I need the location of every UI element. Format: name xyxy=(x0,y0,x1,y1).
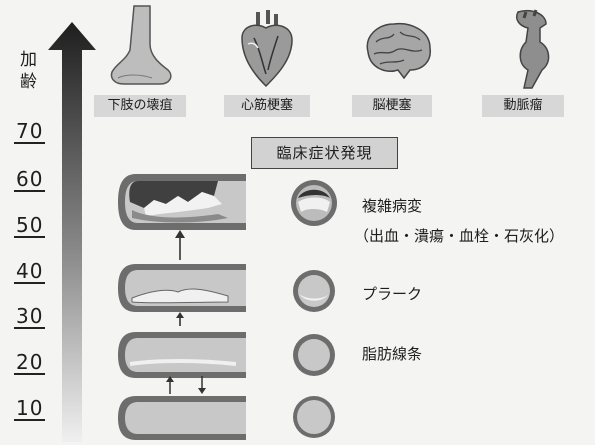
foot-icon xyxy=(110,5,172,85)
aging-arrow xyxy=(48,22,96,442)
arrow-down xyxy=(198,376,206,394)
vessel-normal xyxy=(118,396,246,440)
stage-sublabel-complicated: （出血・潰瘍・血栓・石灰化） xyxy=(354,227,565,245)
age-label-30: 30 xyxy=(14,304,46,329)
axis-title-char-1: 加 xyxy=(20,50,37,70)
age-label-60: 60 xyxy=(14,167,46,192)
organ-label-aneurysm: 動脈瘤 xyxy=(482,95,564,117)
organ-label-stroke: 脳梗塞 xyxy=(352,95,432,117)
age-label-50: 50 xyxy=(14,213,46,238)
organ-label-myocardial-infarction: 心筋梗塞 xyxy=(224,95,310,117)
vessel-complicated-lesion xyxy=(118,174,246,230)
vessel-plaque xyxy=(118,264,246,312)
stage-label-plaque: プラーク xyxy=(362,285,423,303)
cross-section-fatty-streak xyxy=(293,334,335,376)
arrow-up-3 xyxy=(166,376,174,394)
axis-title-char-2: 齢 xyxy=(20,72,37,92)
arrow-up-2 xyxy=(176,312,184,326)
cross-section-normal xyxy=(293,396,335,438)
age-label-40: 40 xyxy=(14,259,46,284)
stage-label-fatty-streak: 脂肪線条 xyxy=(362,345,423,363)
vessel-fatty-streak xyxy=(118,332,246,378)
heart-icon xyxy=(241,10,293,88)
arrow-up-1 xyxy=(175,230,185,260)
age-label-70: 70 xyxy=(14,119,46,144)
stage-label-complicated: 複雑病変 xyxy=(362,197,423,215)
aorta-icon xyxy=(516,9,550,89)
organ-label-leg-gangrene: 下肢の壊疽 xyxy=(94,95,186,117)
brain-icon xyxy=(366,22,431,80)
age-label-10: 10 xyxy=(14,396,46,421)
cross-section-complicated xyxy=(291,180,337,226)
cross-section-plaque xyxy=(293,270,335,312)
clinical-onset-box: 臨床症状発現 xyxy=(251,137,398,169)
age-label-20: 20 xyxy=(14,350,46,375)
